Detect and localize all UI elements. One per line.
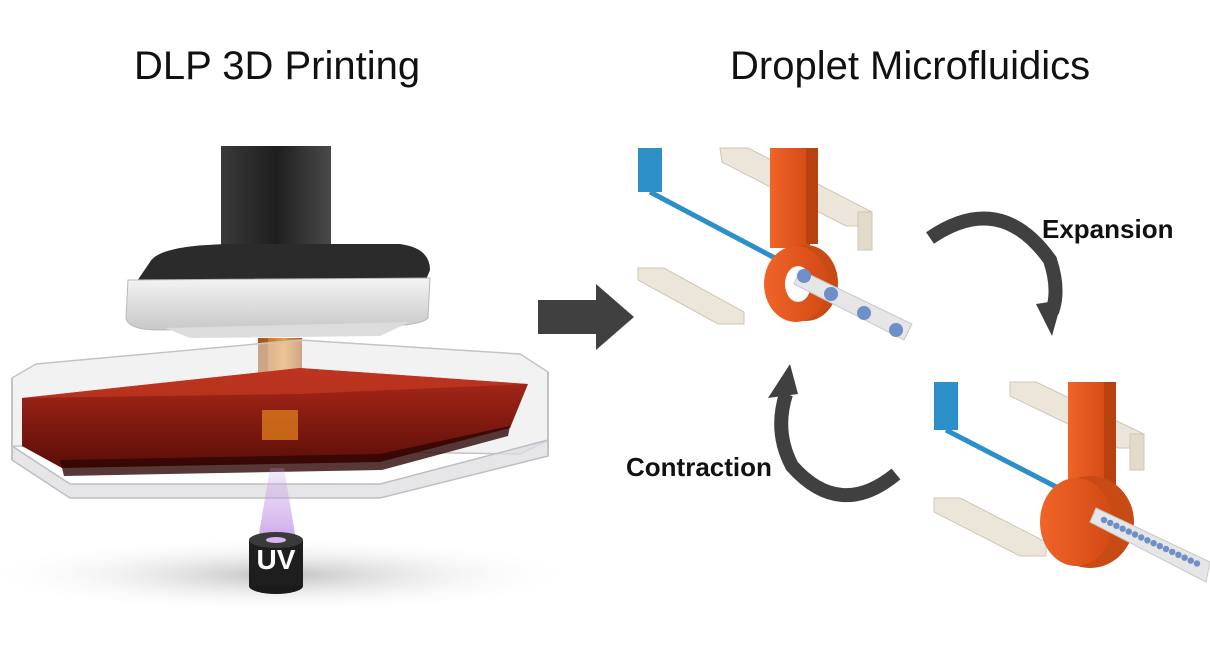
title-microfluidics: Droplet Microfluidics [730,44,1091,88]
droplet [857,306,871,320]
right-arrow-icon [538,284,634,350]
curved-arrow-icon [926,211,1063,315]
small-droplets [1100,516,1201,567]
title-dlp: DLP 3D Printing [134,44,421,88]
build-head-top [135,244,430,284]
droplet [1162,545,1170,553]
inlet-channel-blue [638,148,662,192]
inlet-channel-blue [934,382,958,430]
droplet [1125,528,1133,535]
curved-arrow-icon [774,391,901,502]
droplet [1119,525,1126,532]
chip-contracted [637,147,913,341]
droplet [1156,542,1164,550]
nozzle-column [770,148,810,248]
droplet [1113,522,1120,529]
droplet [1175,551,1182,558]
nozzle-column [1068,382,1108,492]
droplet [1138,534,1145,541]
droplet [1181,554,1188,561]
droplet [1100,516,1108,524]
chip-expanded [933,381,1210,583]
droplet [1169,548,1176,556]
droplet [824,287,838,301]
droplet [1150,540,1157,547]
dlp-printer [0,146,580,613]
droplet [1193,560,1201,567]
droplet [1187,557,1195,564]
droplet [1107,519,1114,527]
droplet [1131,531,1139,538]
droplet [1144,537,1151,544]
label-contraction: Contraction [626,452,772,482]
uv-light-beam [258,468,296,540]
droplet [889,323,903,337]
uv-source [249,532,303,594]
label-expansion: Expansion [1042,214,1174,244]
build-plate [125,277,431,331]
uv-label: UV [256,544,296,575]
droplet [797,269,811,283]
